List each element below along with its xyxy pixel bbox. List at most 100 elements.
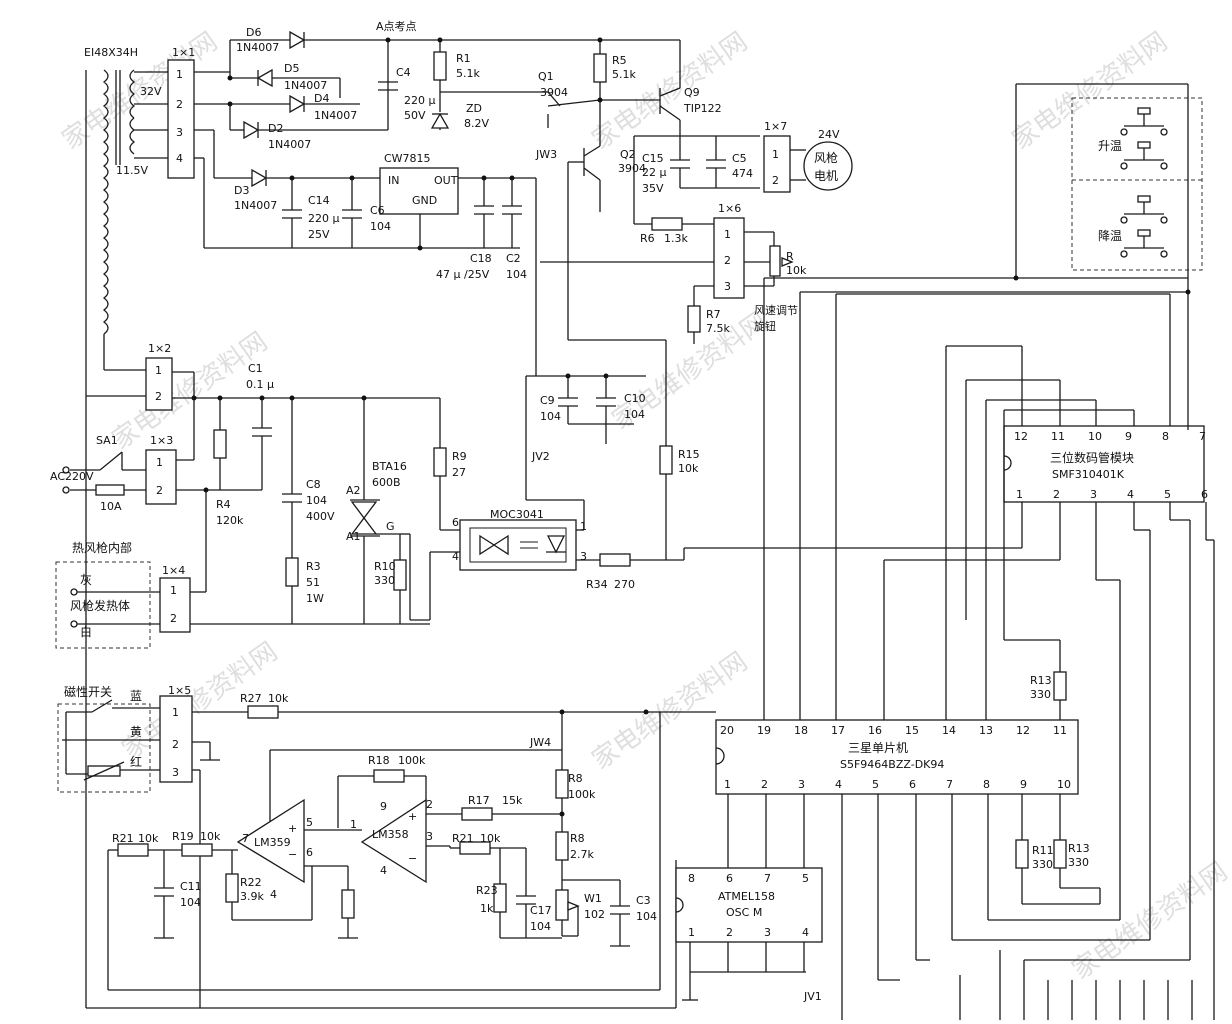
- pin-number: 8: [688, 872, 695, 885]
- triac-pin-a2: A2: [346, 484, 361, 497]
- capacitor-c5: C5 474: [706, 136, 753, 188]
- capacitor-c11: C11 104: [154, 850, 202, 939]
- res-ref: R19: [172, 830, 194, 843]
- diode-d6-icon: [289, 30, 306, 50]
- cap-voltage: 400V: [306, 510, 335, 523]
- pin-number: 6: [452, 516, 459, 529]
- pin-number: 6: [1201, 488, 1208, 501]
- cap-value: 104: [306, 494, 327, 507]
- res-power: 1W: [306, 592, 324, 605]
- triac-grade: 600B: [372, 476, 401, 489]
- speed-pot: R 10k 风速调节 旋钮: [754, 232, 807, 333]
- res-ref: R3: [306, 560, 321, 573]
- res-ref: R11: [1032, 844, 1054, 857]
- pin-number: 1: [724, 228, 731, 241]
- pin-number: 1: [724, 778, 731, 791]
- connector-1x7: 1×7 1 2: [763, 120, 806, 193]
- resistor-r21-b: R21 10k: [449, 832, 527, 896]
- opamp-symbol: [236, 798, 305, 884]
- pin-number: 4: [176, 152, 183, 165]
- led-icon: [546, 535, 566, 554]
- resistor-r13-upper: R13 330: [1030, 640, 1067, 720]
- zener-ref: ZD: [466, 102, 482, 115]
- voltage-32v-label: 32V: [140, 85, 162, 98]
- cap-ref: C4: [396, 66, 411, 79]
- connector-label: 1×7: [764, 120, 787, 133]
- regulator-gnd: GND: [412, 194, 437, 207]
- display-label: 三位数码管模块: [1050, 450, 1134, 465]
- pin-number: 3: [1090, 488, 1097, 501]
- res-value: 15k: [502, 794, 523, 807]
- ic-notch-icon: [715, 747, 725, 765]
- switch-label: SA1: [96, 434, 118, 447]
- opamp-label: LM358: [372, 828, 409, 841]
- connector-1x1: 1×1 1 2 3 4: [134, 46, 195, 179]
- heater-element-label: 风枪发热体: [70, 598, 130, 613]
- res-value: 1.3k: [664, 232, 688, 245]
- pin-number: 5: [1164, 488, 1171, 501]
- transformer-label: EI48X34H: [84, 46, 138, 59]
- cap-value: 474: [732, 167, 753, 180]
- zener-zd: ZD 8.2V: [430, 80, 540, 130]
- cap-voltage: 35V: [642, 182, 664, 195]
- pin-number: 5: [872, 778, 879, 791]
- pin-number: 8: [1162, 430, 1169, 443]
- pin-number: 3: [172, 766, 179, 779]
- cap-ref: C11: [180, 880, 202, 893]
- resistor-r7: R7 7.5k: [687, 285, 730, 344]
- resistor-r6: R6 1.3k: [634, 217, 714, 245]
- fan-motor: 风枪 电机 24V: [803, 128, 853, 191]
- res-value: 10k: [786, 264, 807, 277]
- pin-number: 2: [155, 390, 162, 403]
- zener-icon: [430, 112, 450, 129]
- capacitor-c4: C4 220 μ 50V: [378, 66, 436, 122]
- temp-down-button[interactable]: [1120, 195, 1168, 258]
- osc-atmel158: ATMEL158 OSC M 8 6 7 5 1 2 3 4 JV1: [675, 794, 823, 1003]
- capacitor-c10: C10 104 JV2: [531, 376, 646, 463]
- resistor-r8-2k7: R8 2.7k: [555, 831, 594, 890]
- connector-label: 1×6: [718, 202, 741, 215]
- capacitor-c1: C1 0.1 μ: [230, 362, 274, 491]
- pin-number: 3: [764, 926, 771, 939]
- pin-number: 2: [1053, 488, 1060, 501]
- res-ref: R21: [112, 832, 134, 845]
- watermark: 家电维修资料网: [107, 327, 273, 456]
- res-ref: R8: [568, 772, 583, 785]
- button-panel: 升温 降温: [1015, 83, 1203, 430]
- pin-number: 6: [726, 872, 733, 885]
- cap-value: 47 μ /25V: [436, 268, 490, 281]
- res-value: 330: [1032, 858, 1053, 871]
- fan-label: 电机: [814, 169, 838, 183]
- res-ref: R34: [586, 578, 608, 591]
- opto-label: MOC3041: [490, 508, 544, 521]
- wire-yellow-label: 黄: [130, 725, 142, 739]
- cap-value: 104: [370, 220, 391, 233]
- res-ref: R8: [570, 832, 585, 845]
- temp-up-button[interactable]: [1120, 107, 1168, 170]
- res-ref: R7: [706, 308, 721, 321]
- res-ref: R22: [240, 876, 262, 889]
- res-ref: W1: [584, 892, 602, 905]
- connector-1x2: 1×2 1 2: [145, 342, 440, 460]
- heater-box-title: 热风枪内部: [72, 540, 132, 555]
- cap-ref: C3: [636, 894, 651, 907]
- pin-number: 12: [1016, 724, 1030, 737]
- secondary-coil-11v: [129, 117, 136, 155]
- pin-number: 15: [905, 724, 919, 737]
- regulator-in: IN: [388, 174, 399, 187]
- pin-number: 3: [798, 778, 805, 791]
- pin-number: 8: [983, 778, 990, 791]
- pin-number: 4: [452, 550, 459, 563]
- res-ref: R15: [678, 448, 700, 461]
- fan-voltage: 24V: [818, 128, 840, 141]
- diac-icon: [492, 534, 509, 556]
- speed-knob-label: 风速调节: [754, 304, 798, 317]
- pot-wiper-icon: [781, 257, 794, 267]
- fuse-rating: 10A: [100, 500, 122, 513]
- pin-number: 7: [1199, 430, 1206, 443]
- cap-ref: C14: [308, 194, 330, 207]
- cap-voltage: 50V: [404, 109, 426, 122]
- pin-number: 4: [1127, 488, 1134, 501]
- diode-ref: D6: [246, 26, 261, 39]
- capacitor-c17: C17 104: [516, 895, 552, 938]
